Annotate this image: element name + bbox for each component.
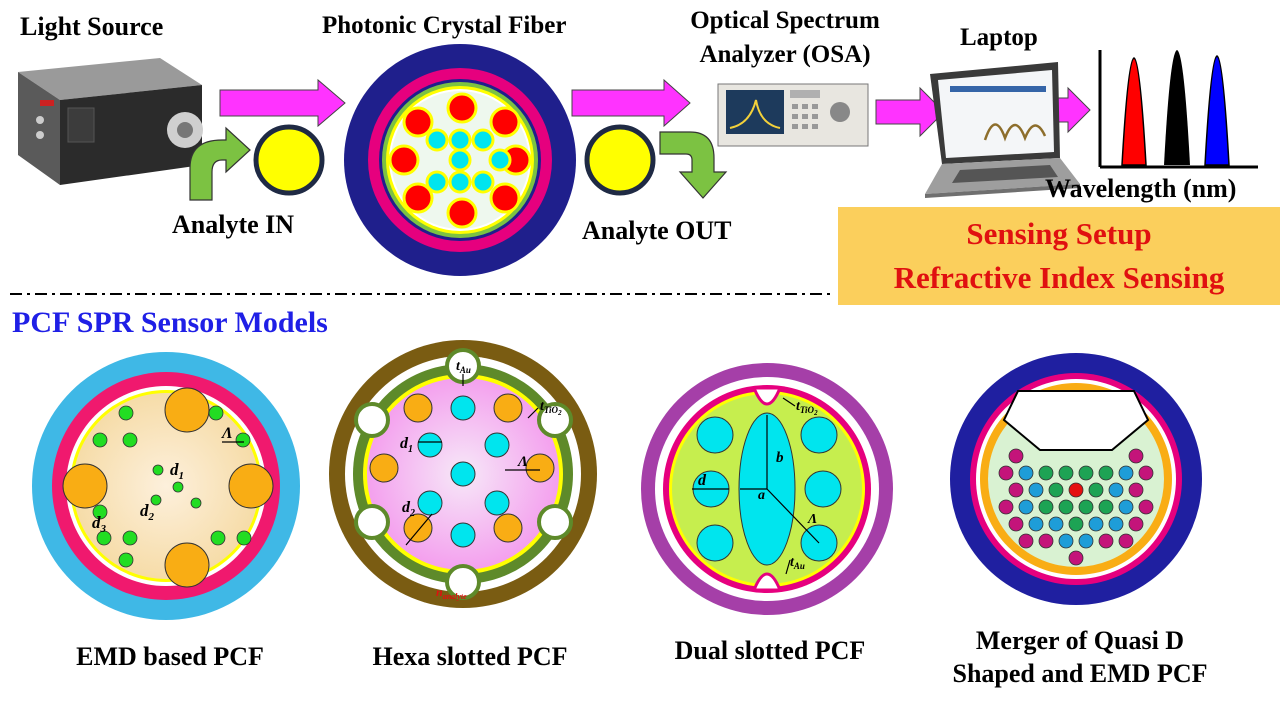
dual-lambda-label: Λ xyxy=(807,512,817,527)
hexa-tau-label: tAu xyxy=(456,359,471,375)
spectrum-peak-black xyxy=(1164,50,1190,165)
emd-d1-label: d1 xyxy=(170,460,184,482)
quasi-hole xyxy=(1118,533,1134,549)
dual-tau-label: tAu xyxy=(790,555,805,571)
arrow-to-osa xyxy=(571,78,691,128)
hexa-d1-label: d1 xyxy=(400,435,413,455)
quasi-hole xyxy=(1008,516,1024,532)
quasi-hole xyxy=(1038,499,1054,515)
laptop-label: Laptop xyxy=(960,24,1038,51)
quasi-hole xyxy=(1128,482,1144,498)
dual-a-label: a xyxy=(758,488,765,503)
quasi-hole xyxy=(1078,533,1094,549)
pcf-cross-section xyxy=(344,44,576,276)
section-title: PCF SPR Sensor Models xyxy=(12,306,328,339)
quasi-hole xyxy=(1108,516,1124,532)
quasi-dots xyxy=(998,448,1154,566)
quasi-hole xyxy=(1048,516,1064,532)
quasi-hole xyxy=(1058,499,1074,515)
analyte-out-arrow xyxy=(659,131,728,199)
model-4-label-line1: Merger of Quasi D xyxy=(975,626,1185,655)
analyte-out-label: Analyte OUT xyxy=(582,216,732,245)
panel-title: Sensing Setup xyxy=(966,216,1152,251)
osa-label: Optical Spectrum Analyzer (OSA) xyxy=(660,4,910,72)
model-2-label: Hexa slotted PCF xyxy=(372,642,568,671)
quasi-hole xyxy=(1028,516,1044,532)
osa-label-line1: Optical Spectrum xyxy=(690,7,880,34)
model-4-label-line2: Shaped and EMD PCF xyxy=(952,659,1208,688)
wavelength-label: Wavelength (nm) xyxy=(1045,174,1237,203)
analyte-in-arrow xyxy=(189,126,251,201)
analyte-in-label: Analyte IN xyxy=(172,210,295,239)
light-source-label: Light Source xyxy=(20,12,164,41)
pcf-label: Photonic Crystal Fiber xyxy=(322,12,567,39)
arrow-to-pcf xyxy=(219,78,346,128)
quasi-hole xyxy=(1058,465,1074,481)
quasi-hole xyxy=(1048,482,1064,498)
dual-b-label: b xyxy=(776,450,784,466)
model-3-label: Dual slotted PCF xyxy=(674,636,866,665)
quasi-hole xyxy=(1128,516,1144,532)
quasi-hole xyxy=(1018,499,1034,515)
emd-d2-label: d2 xyxy=(140,501,155,523)
quasi-hole xyxy=(1128,448,1144,464)
osa-device xyxy=(717,83,869,147)
quasi-hole xyxy=(1008,448,1024,464)
model-4-label: Merger of Quasi D Shaped and EMD PCF xyxy=(920,624,1240,690)
quasi-hole xyxy=(998,465,1014,481)
spectrum-peak-blue xyxy=(1204,55,1230,166)
quasi-hole xyxy=(1088,482,1104,498)
quasi-hole xyxy=(1038,533,1054,549)
quasi-hole xyxy=(998,499,1014,515)
arrow-to-laptop xyxy=(875,86,945,138)
dual-slotted-pcf-model xyxy=(641,363,893,615)
quasi-hole xyxy=(1068,482,1084,498)
quasi-hole xyxy=(1018,465,1034,481)
quasi-hole xyxy=(1118,465,1134,481)
model-1-label: EMD based PCF xyxy=(76,642,264,671)
setup-graphics xyxy=(10,44,1258,295)
quasi-hole xyxy=(1118,499,1134,515)
quasi-hole xyxy=(1068,516,1084,532)
quasi-hole xyxy=(1018,533,1034,549)
emd-d3-label: d3 xyxy=(92,513,107,535)
hexa-slotted-pcf-model xyxy=(329,340,597,608)
dual-ttio2-label: tTiO2 xyxy=(796,399,818,417)
hexa-analyte-label: nanalyte xyxy=(436,585,467,601)
spectrum-plot xyxy=(1098,50,1258,169)
analyte-in-disc xyxy=(253,124,325,196)
sensing-setup-panel: Sensing Setup Refractive Index Sensing xyxy=(838,207,1280,305)
light-source-device xyxy=(18,58,203,185)
hexa-ttio2-label: tTiO2 xyxy=(540,399,562,417)
quasi-hole xyxy=(1038,465,1054,481)
quasi-hole xyxy=(1008,482,1024,498)
emd-pcf-model xyxy=(32,352,300,620)
quasi-hole xyxy=(1138,465,1154,481)
quasi-hole xyxy=(1078,465,1094,481)
laptop-device xyxy=(925,62,1080,198)
hexa-d2-label: d2 xyxy=(402,499,415,519)
hexa-lambda-label: Λ xyxy=(517,454,528,470)
quasi-hole xyxy=(1098,499,1114,515)
models-graphics: d1 d2 d3 Λ xyxy=(32,340,1202,620)
osa-label-line2: Analyzer (OSA) xyxy=(699,41,871,68)
quasi-hole xyxy=(1068,550,1084,566)
emd-lambda-label: Λ xyxy=(221,425,233,442)
quasi-hole xyxy=(1058,533,1074,549)
quasi-hole xyxy=(1138,499,1154,515)
analyte-out-disc xyxy=(584,124,656,196)
quasi-hole xyxy=(1108,482,1124,498)
quasi-hole xyxy=(1098,533,1114,549)
spectrum-peak-red xyxy=(1121,57,1147,166)
quasi-d-emd-pcf-model xyxy=(950,353,1202,605)
dual-d-label: d xyxy=(698,472,707,489)
quasi-hole xyxy=(1098,465,1114,481)
quasi-hole xyxy=(1088,516,1104,532)
panel-subtitle: Refractive Index Sensing xyxy=(893,260,1225,295)
quasi-hole xyxy=(1028,482,1044,498)
quasi-hole xyxy=(1078,499,1094,515)
